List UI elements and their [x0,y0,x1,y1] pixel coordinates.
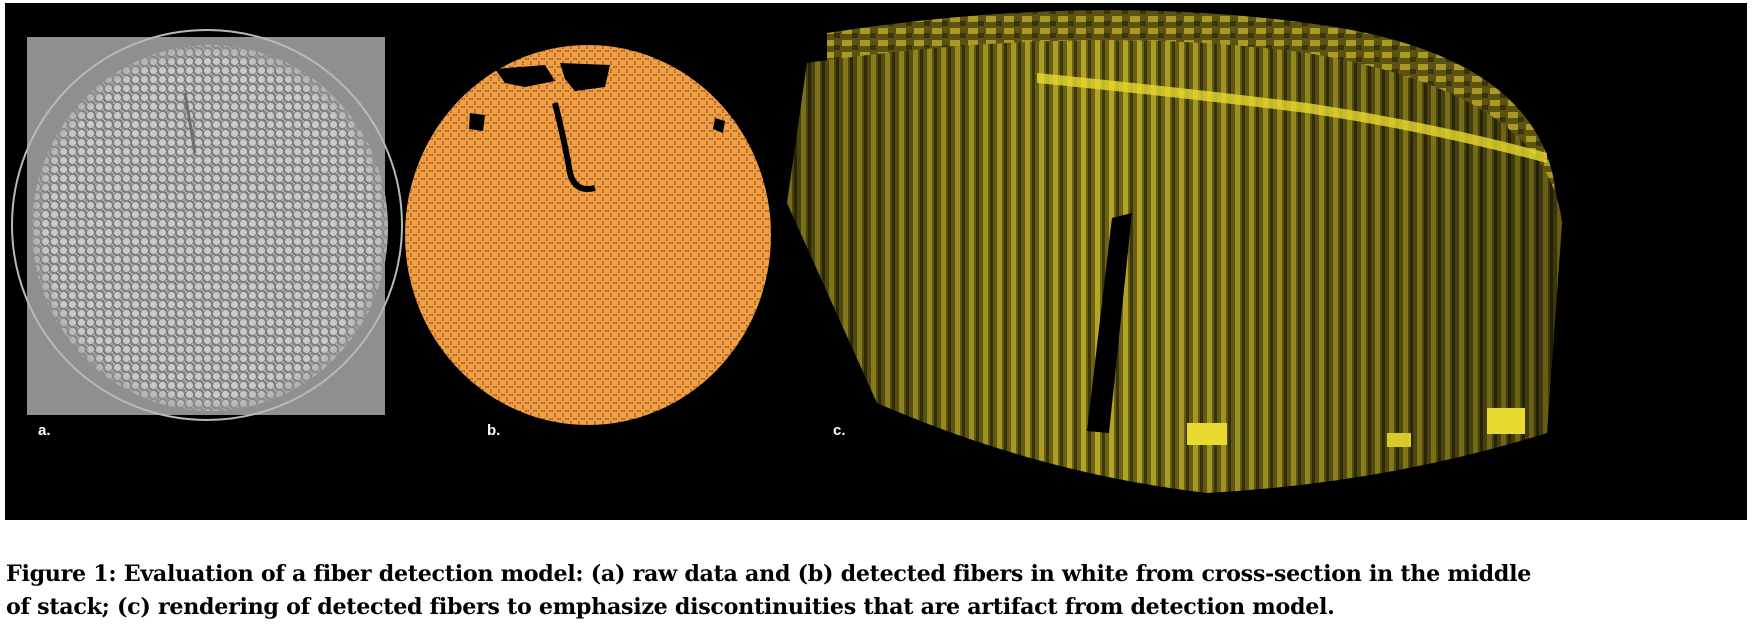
figure-image: a. b. [5,3,1747,520]
caption-line-2: of stack; (c) rendering of detected fibe… [6,594,1335,620]
caption-line-1: Figure 1: Evaluation of a fiber detectio… [6,561,1532,587]
panel-label-b: b. [487,422,501,439]
raw-data-image [11,29,403,421]
panel-label-c: c. [833,422,846,439]
detected-fibers-image [405,45,771,425]
fiber-rendering-image [787,10,1562,494]
panel-label-a: a. [38,422,51,439]
figure-caption: Figure 1: Evaluation of a fiber detectio… [6,558,1748,624]
